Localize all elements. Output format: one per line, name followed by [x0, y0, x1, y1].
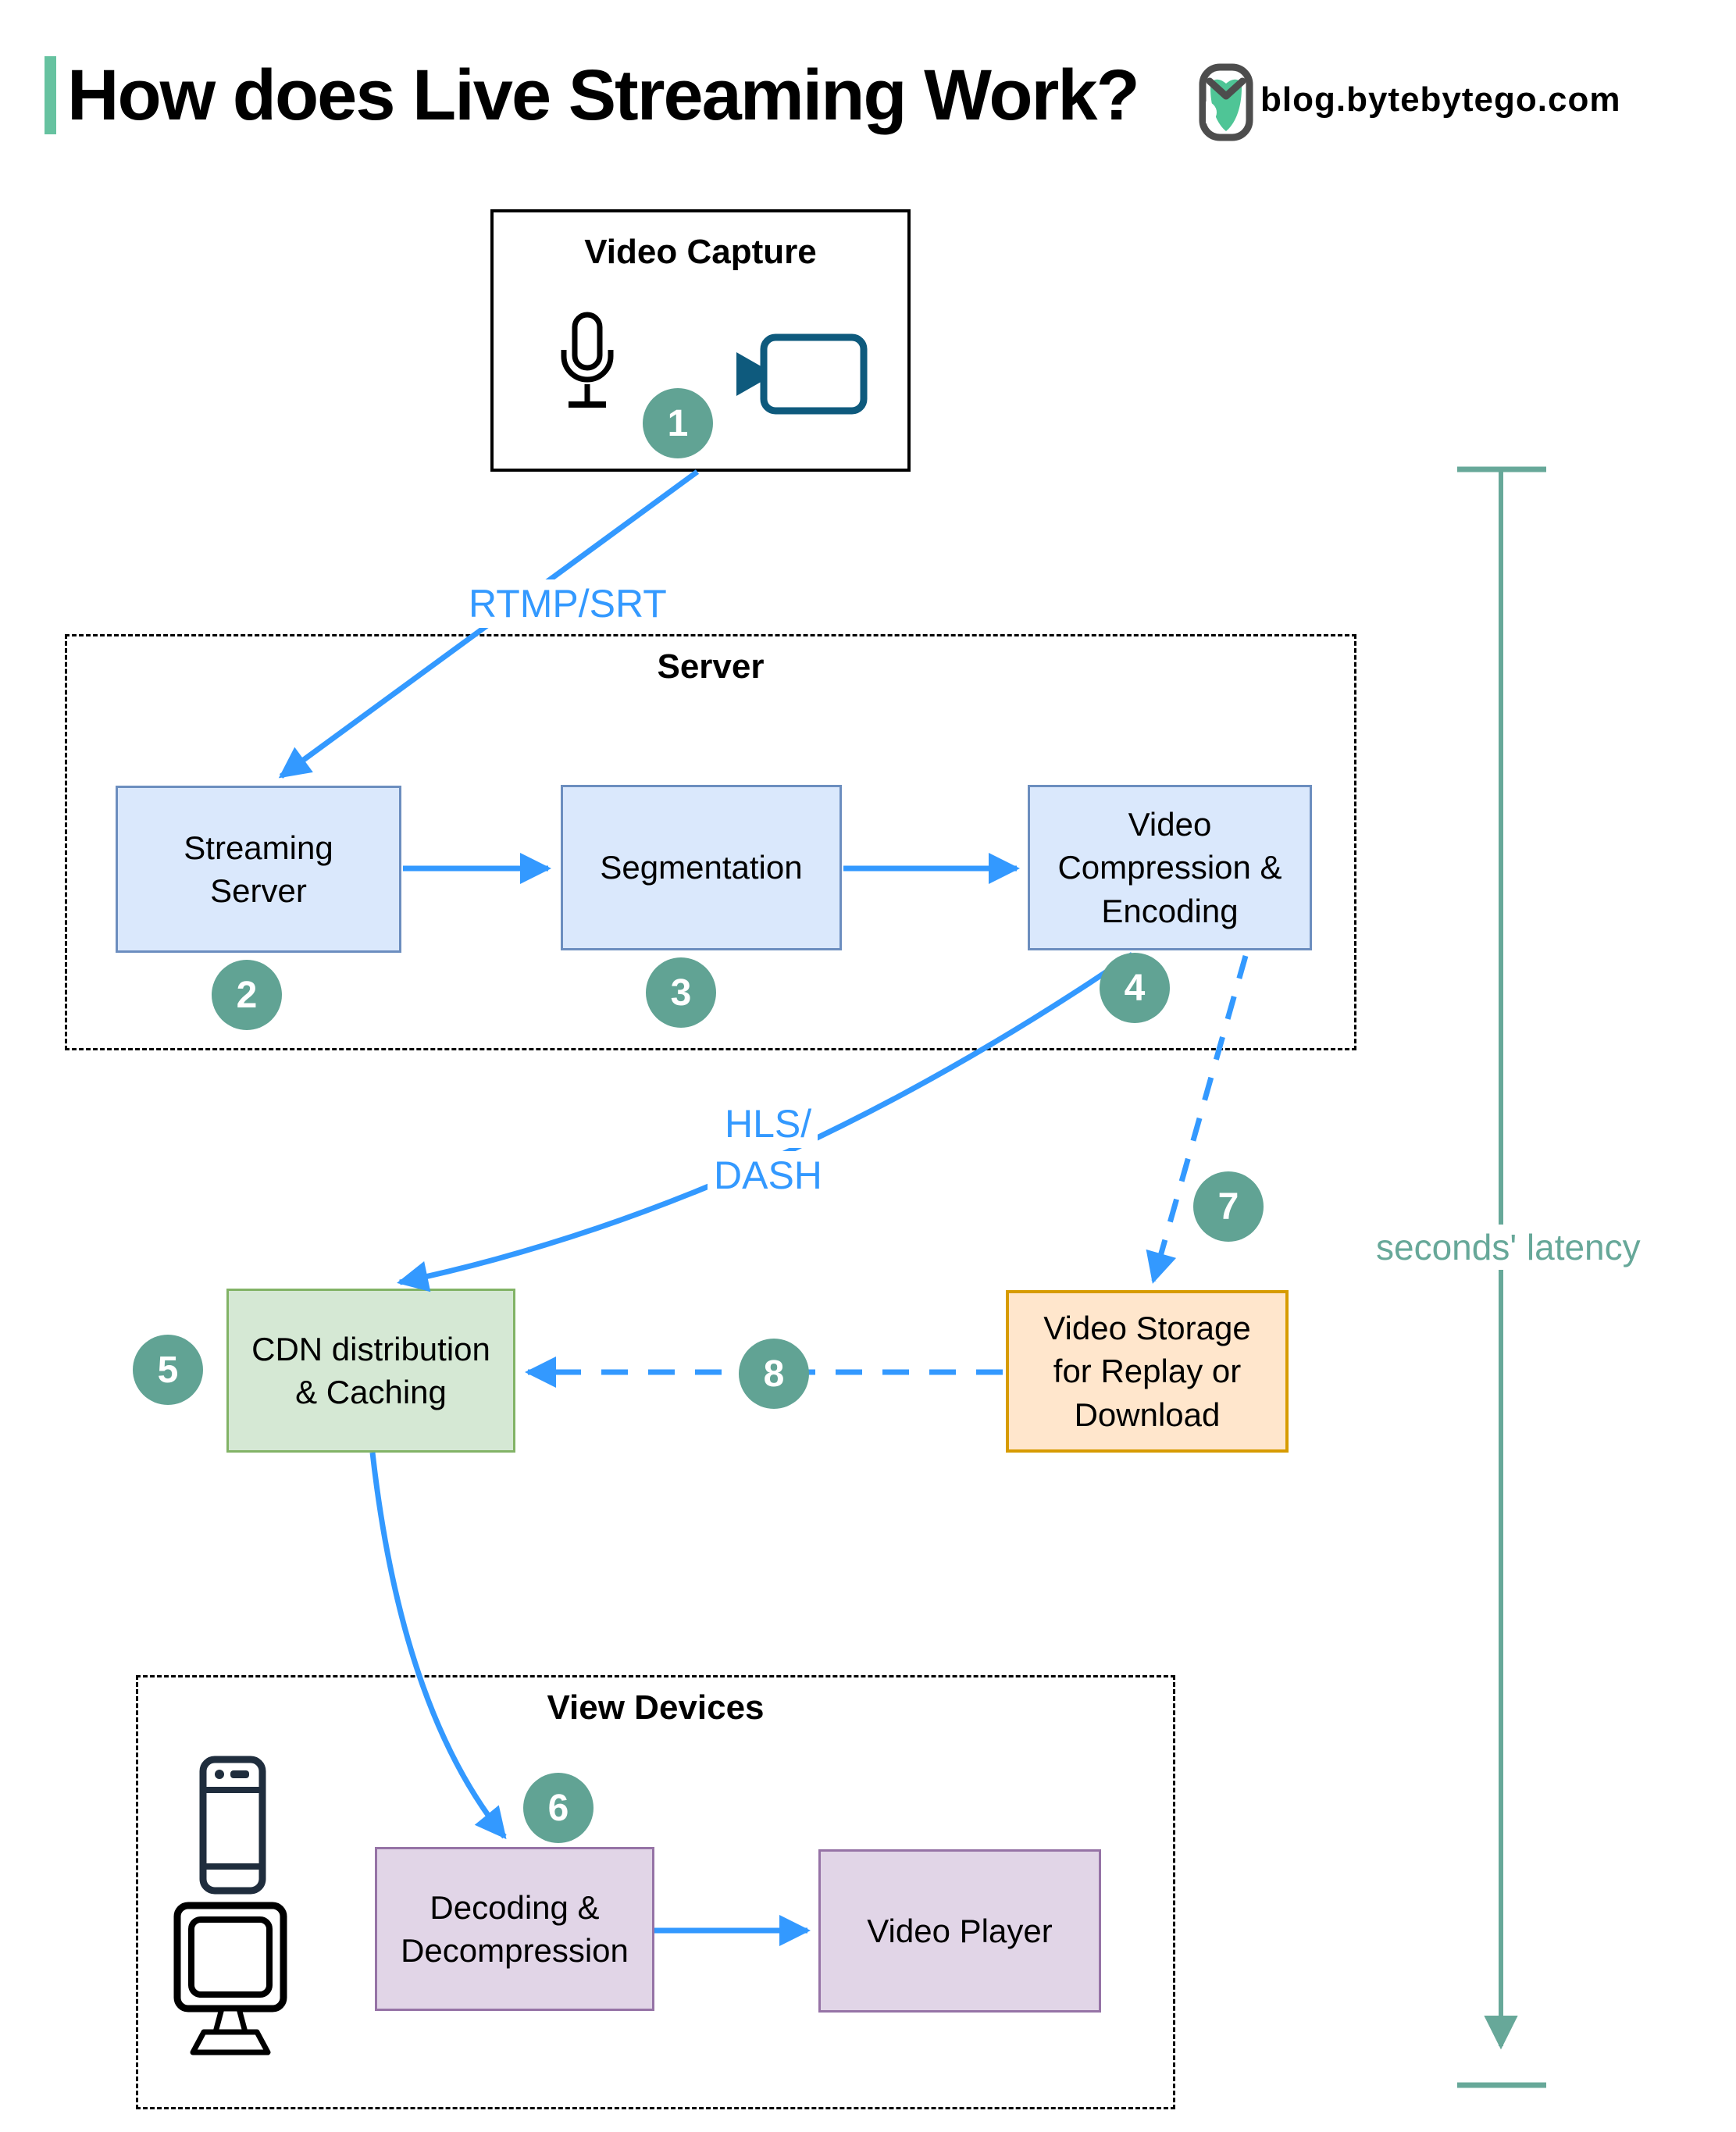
mic-icon	[561, 312, 614, 408]
node-segmentation: Segmentation	[561, 785, 842, 950]
server-group-title: Server	[657, 647, 765, 686]
step-badge-4: 4	[1100, 953, 1170, 1023]
video-capture-title: Video Capture	[584, 233, 817, 271]
node-video-player: Video Player	[818, 1849, 1101, 2013]
step-badge-1: 1	[643, 388, 713, 458]
node-decoding-decompression: Decoding & Decompression	[375, 1847, 654, 2011]
step-badge-7: 7	[1193, 1171, 1264, 1242]
edge-label-hls: HLS/	[718, 1100, 818, 1148]
node-cdn-distribution-caching: CDN distribution & Caching	[226, 1289, 515, 1453]
bytebytego-logo-icon	[1199, 63, 1253, 141]
node-streaming-server: Streaming Server	[116, 786, 401, 953]
step-badge-3: 3	[646, 957, 716, 1028]
step-badge-2: 2	[212, 960, 282, 1030]
node-video-storage: Video Storage for Replay or Download	[1006, 1290, 1289, 1453]
step-badge-8: 8	[739, 1339, 809, 1409]
title-accent-bar	[45, 56, 56, 134]
video-camera-icon	[736, 333, 868, 415]
group-view-devices: View Devices	[136, 1675, 1175, 2109]
edge-label-seconds-latency: seconds' latency	[1370, 1225, 1647, 1270]
page-title: How does Live Streaming Work?	[67, 55, 1140, 135]
node-video-capture: Video Capture	[490, 209, 911, 472]
monitor-icon	[173, 1902, 287, 2055]
smartphone-icon	[199, 1756, 266, 1895]
brand-url: blog.bytebytego.com	[1260, 80, 1621, 119]
step-badge-5: 5	[133, 1335, 203, 1405]
edge-label-dash: DASH	[708, 1151, 829, 1200]
edge-label-rtmp-srt: RTMP/SRT	[462, 579, 673, 628]
node-video-compression-encoding: Video Compression & Encoding	[1028, 785, 1312, 950]
view-devices-group-title: View Devices	[547, 1688, 765, 1727]
step-badge-6: 6	[523, 1773, 594, 1843]
